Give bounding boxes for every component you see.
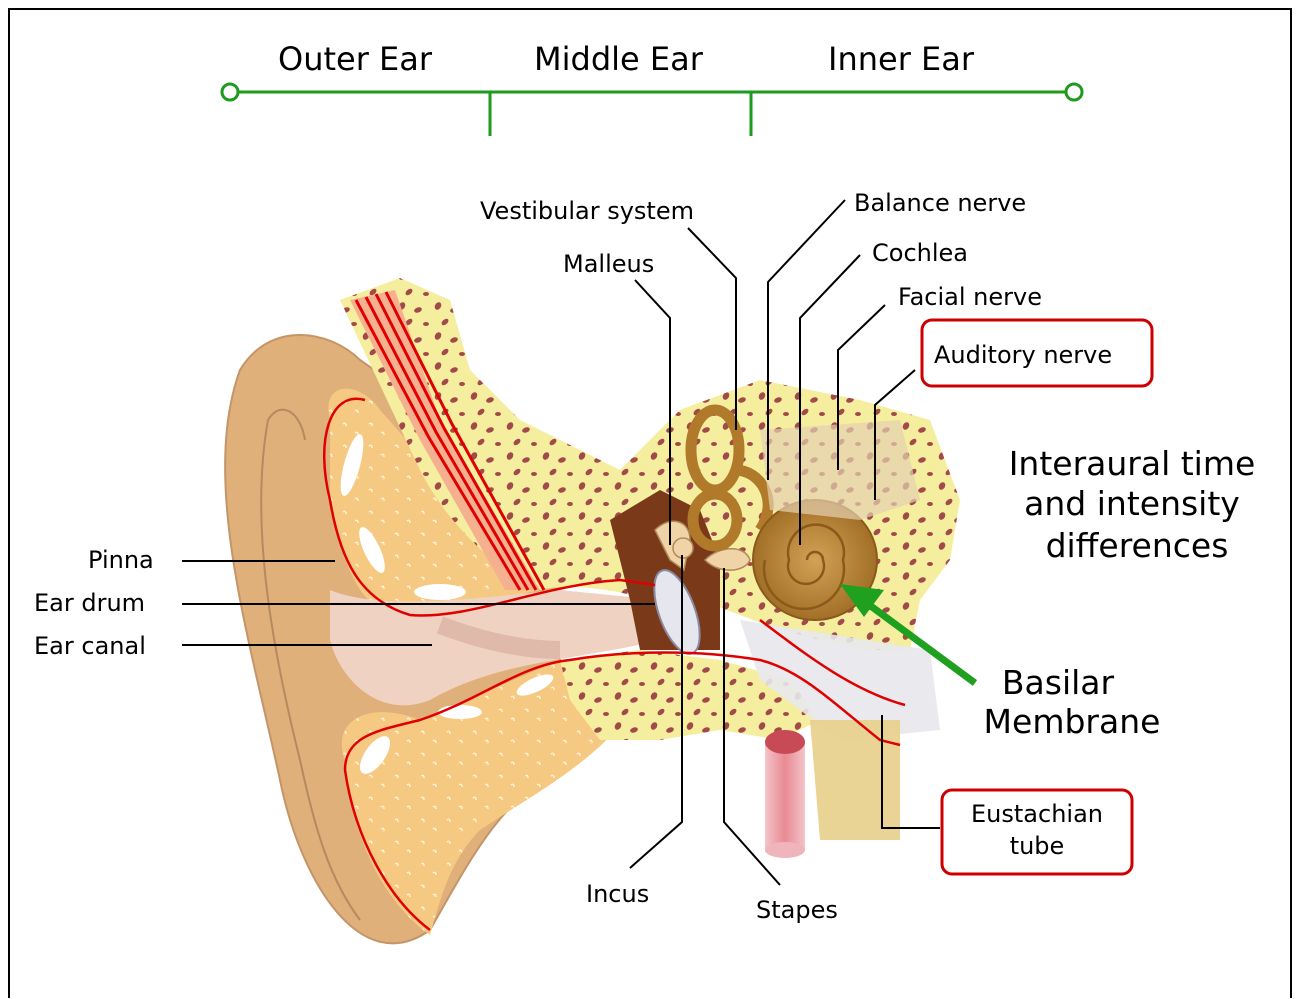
diagram-border [8, 8, 1292, 998]
